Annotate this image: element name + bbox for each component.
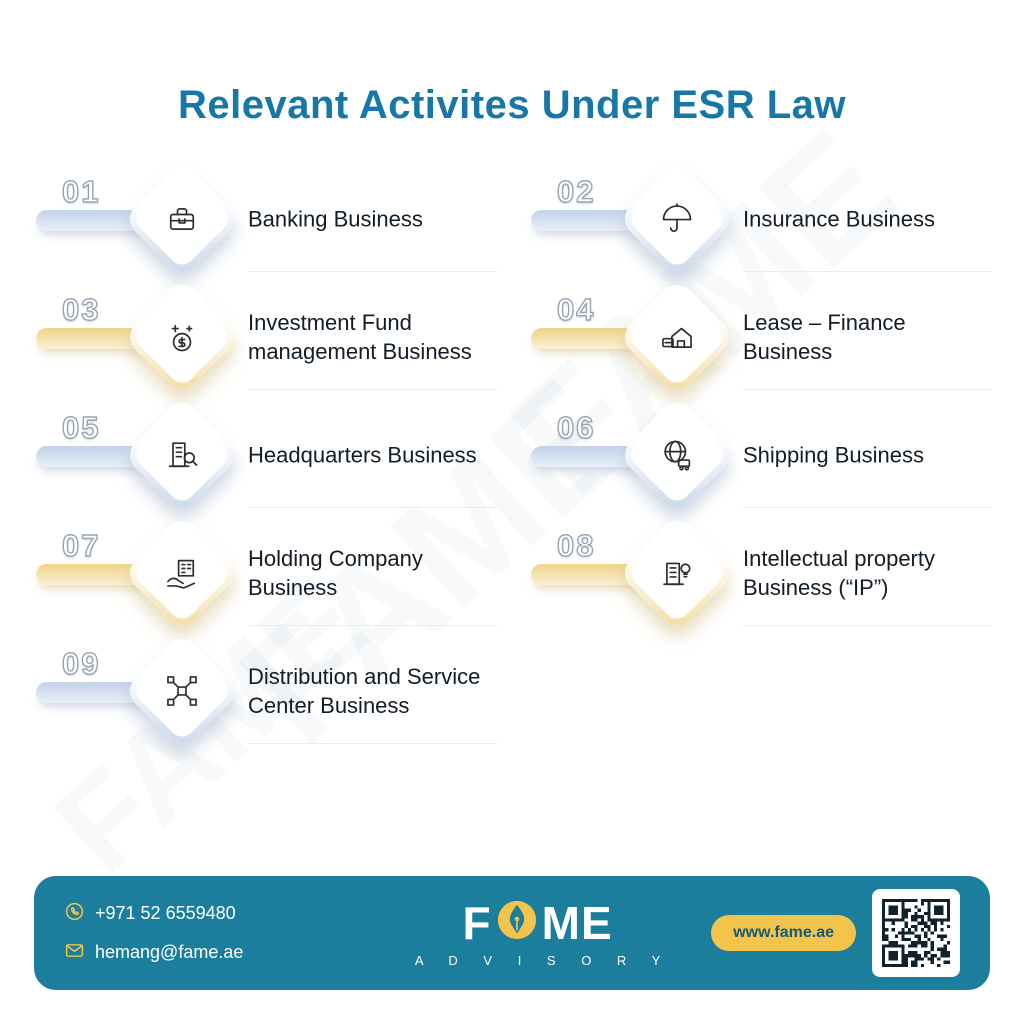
email-row: hemang@fame.ae (64, 940, 364, 966)
item-diamond (122, 631, 242, 751)
diamond-inner (131, 522, 233, 624)
item-label: Investment Fund management Business (248, 309, 472, 364)
brand-logo: F ME A D V I S O R Y (364, 899, 711, 968)
item-number: 05 (61, 409, 101, 445)
whatsapp-icon (64, 901, 85, 927)
phone-row: +971 52 6559480 (64, 901, 364, 927)
brand-tagline: A D V I S O R Y (414, 952, 672, 968)
intellectual-property-icon (659, 555, 695, 591)
qr-box (872, 889, 960, 977)
item-label: Headquarters Business (248, 442, 477, 468)
brand-letters-me: ME (541, 897, 613, 949)
item-diamond (617, 277, 737, 397)
item-diamond (122, 159, 242, 279)
separator-line (248, 271, 497, 272)
diamond-inner (131, 286, 233, 388)
item-diamond (617, 513, 737, 633)
umbrella-icon (659, 201, 695, 237)
email-address: hemang@fame.ae (95, 942, 244, 962)
item-number: 07 (61, 527, 101, 563)
investment-fund-icon (164, 319, 200, 355)
item-label: Lease – Finance Business (743, 309, 906, 364)
item-label: Insurance Business (743, 206, 935, 232)
activity-item: 04 Lease – Finance Business (531, 277, 996, 397)
item-label: Intellectual property Business (“IP”) (743, 545, 935, 600)
activity-item: 05 Headquarters Business (36, 395, 501, 515)
item-label: Banking Business (248, 206, 423, 232)
headquarters-icon (164, 437, 200, 473)
lease-finance-icon (659, 319, 695, 355)
item-diamond (617, 159, 737, 279)
separator-line (743, 389, 992, 390)
item-diamond (122, 513, 242, 633)
globe-shipping-icon (659, 437, 695, 473)
footer-right: www.fame.ae (711, 889, 960, 977)
diamond-inner (131, 640, 233, 742)
separator-line (743, 507, 992, 508)
item-number: 09 (61, 645, 101, 681)
separator-line (743, 625, 992, 626)
separator-line (743, 271, 992, 272)
holding-company-icon (164, 555, 200, 591)
item-label: Distribution and Service Center Business (248, 663, 481, 718)
brand-letter-f: F (462, 897, 492, 949)
item-number: 04 (556, 291, 596, 327)
diamond-inner (626, 286, 728, 388)
activity-item: 03 Investment Fund management Business (36, 277, 501, 397)
diamond-inner (131, 168, 233, 270)
email-icon (64, 940, 85, 966)
diamond-inner (131, 404, 233, 506)
diamond-inner (626, 168, 728, 270)
diamond-inner (626, 522, 728, 624)
activity-item: 06 Shipping Business (531, 395, 996, 515)
footer-bar: +971 52 6559480 hemang@fame.ae F ME A D … (34, 876, 990, 990)
separator-line (248, 743, 497, 744)
pen-nib-icon (496, 899, 538, 948)
activity-item: 02 Insurance Business (531, 159, 996, 279)
briefcase-icon (164, 201, 200, 237)
item-label: Shipping Business (743, 442, 925, 468)
distribution-network-icon (164, 673, 200, 709)
activity-item: 08 Intellectual property Business (“IP”) (531, 513, 996, 633)
item-number: 02 (556, 173, 596, 209)
item-diamond (617, 395, 737, 515)
activity-item: 09 Distribution and Service Center Busin… (36, 631, 501, 751)
item-diamond (122, 395, 242, 515)
item-label: Holding Company Business (248, 545, 423, 600)
activity-item: 01 Banking Business (36, 159, 501, 279)
item-number: 01 (61, 173, 101, 209)
activities-grid: 01 Banking Business 02 Insurance Busines… (36, 159, 996, 751)
phone-number: +971 52 6559480 (95, 903, 236, 923)
item-diamond (122, 277, 242, 397)
separator-line (248, 625, 497, 626)
diamond-inner (626, 404, 728, 506)
page-title: Relevant Activites Under ESR Law (177, 82, 847, 127)
separator-line (248, 389, 497, 390)
contact-block: +971 52 6559480 hemang@fame.ae (64, 901, 364, 966)
item-number: 03 (61, 291, 101, 327)
brand-wordmark: F ME (463, 899, 613, 948)
separator-line (248, 507, 497, 508)
qr-code (881, 898, 951, 968)
activity-item: 07 Holding Company Business (36, 513, 501, 633)
item-number: 08 (556, 527, 596, 563)
website-pill: www.fame.ae (711, 915, 856, 951)
item-number: 06 (556, 409, 596, 445)
